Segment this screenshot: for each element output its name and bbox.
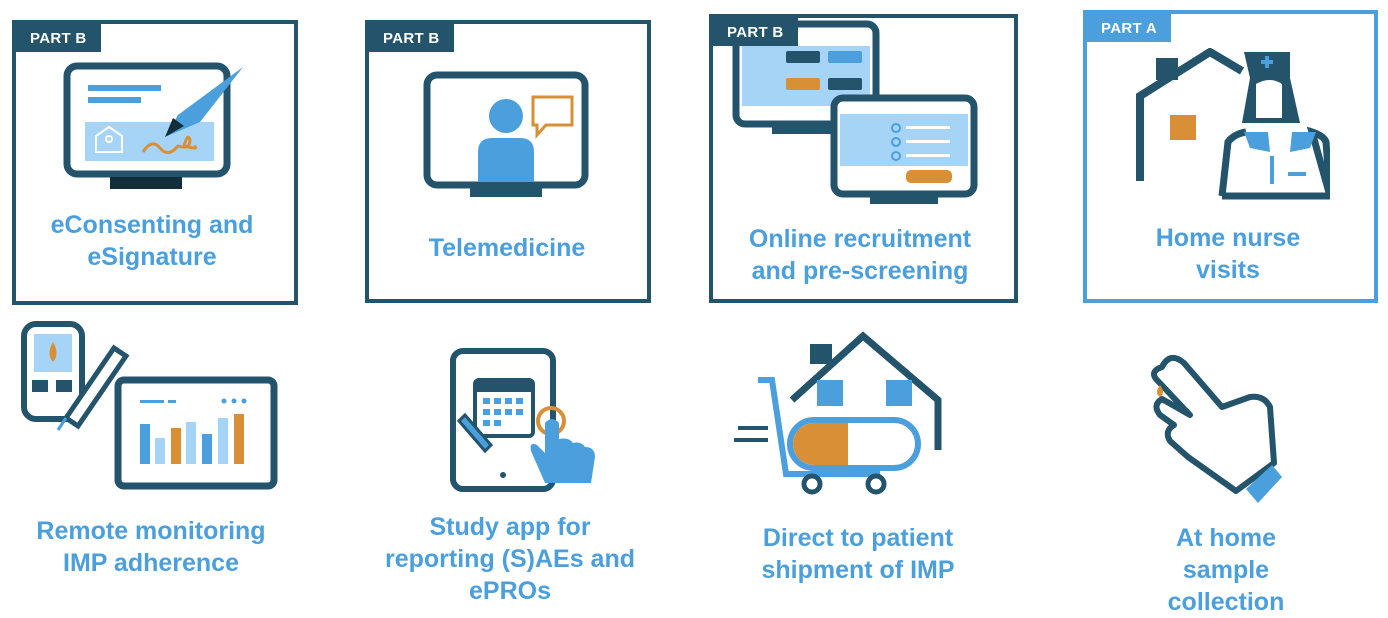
tile-label: Study app for reporting (S)AEs and ePROs bbox=[384, 513, 636, 605]
part-tag: PART A bbox=[1087, 14, 1171, 42]
study-app-tablet-icon bbox=[450, 348, 595, 492]
shipment-house-cart-icon bbox=[734, 331, 942, 495]
tile-label: At home sample collection bbox=[1167, 524, 1285, 616]
part-tag: PART B bbox=[369, 24, 454, 52]
tile-label: Telemedicine bbox=[428, 234, 586, 262]
remote-monitoring-icon bbox=[21, 321, 278, 490]
tile-label: Home nurse visits bbox=[1155, 224, 1301, 284]
tile-label: Direct to patient shipment of IMP bbox=[761, 524, 955, 584]
tile-label: Remote monitoring IMP adherence bbox=[36, 517, 266, 577]
tile-label: eConsenting and eSignature bbox=[50, 211, 254, 271]
telemedicine-monitor-icon bbox=[423, 71, 589, 197]
recruitment-screens-icon bbox=[732, 20, 978, 204]
part-tag: PART B bbox=[16, 24, 101, 52]
nurse-house-icon bbox=[1136, 48, 1330, 200]
sample-collection-hand-icon bbox=[1151, 354, 1282, 503]
part-tag: PART B bbox=[713, 18, 798, 46]
tile-label: Online recruitment and pre-screening bbox=[748, 225, 972, 285]
econsent-monitor-icon bbox=[63, 62, 243, 189]
